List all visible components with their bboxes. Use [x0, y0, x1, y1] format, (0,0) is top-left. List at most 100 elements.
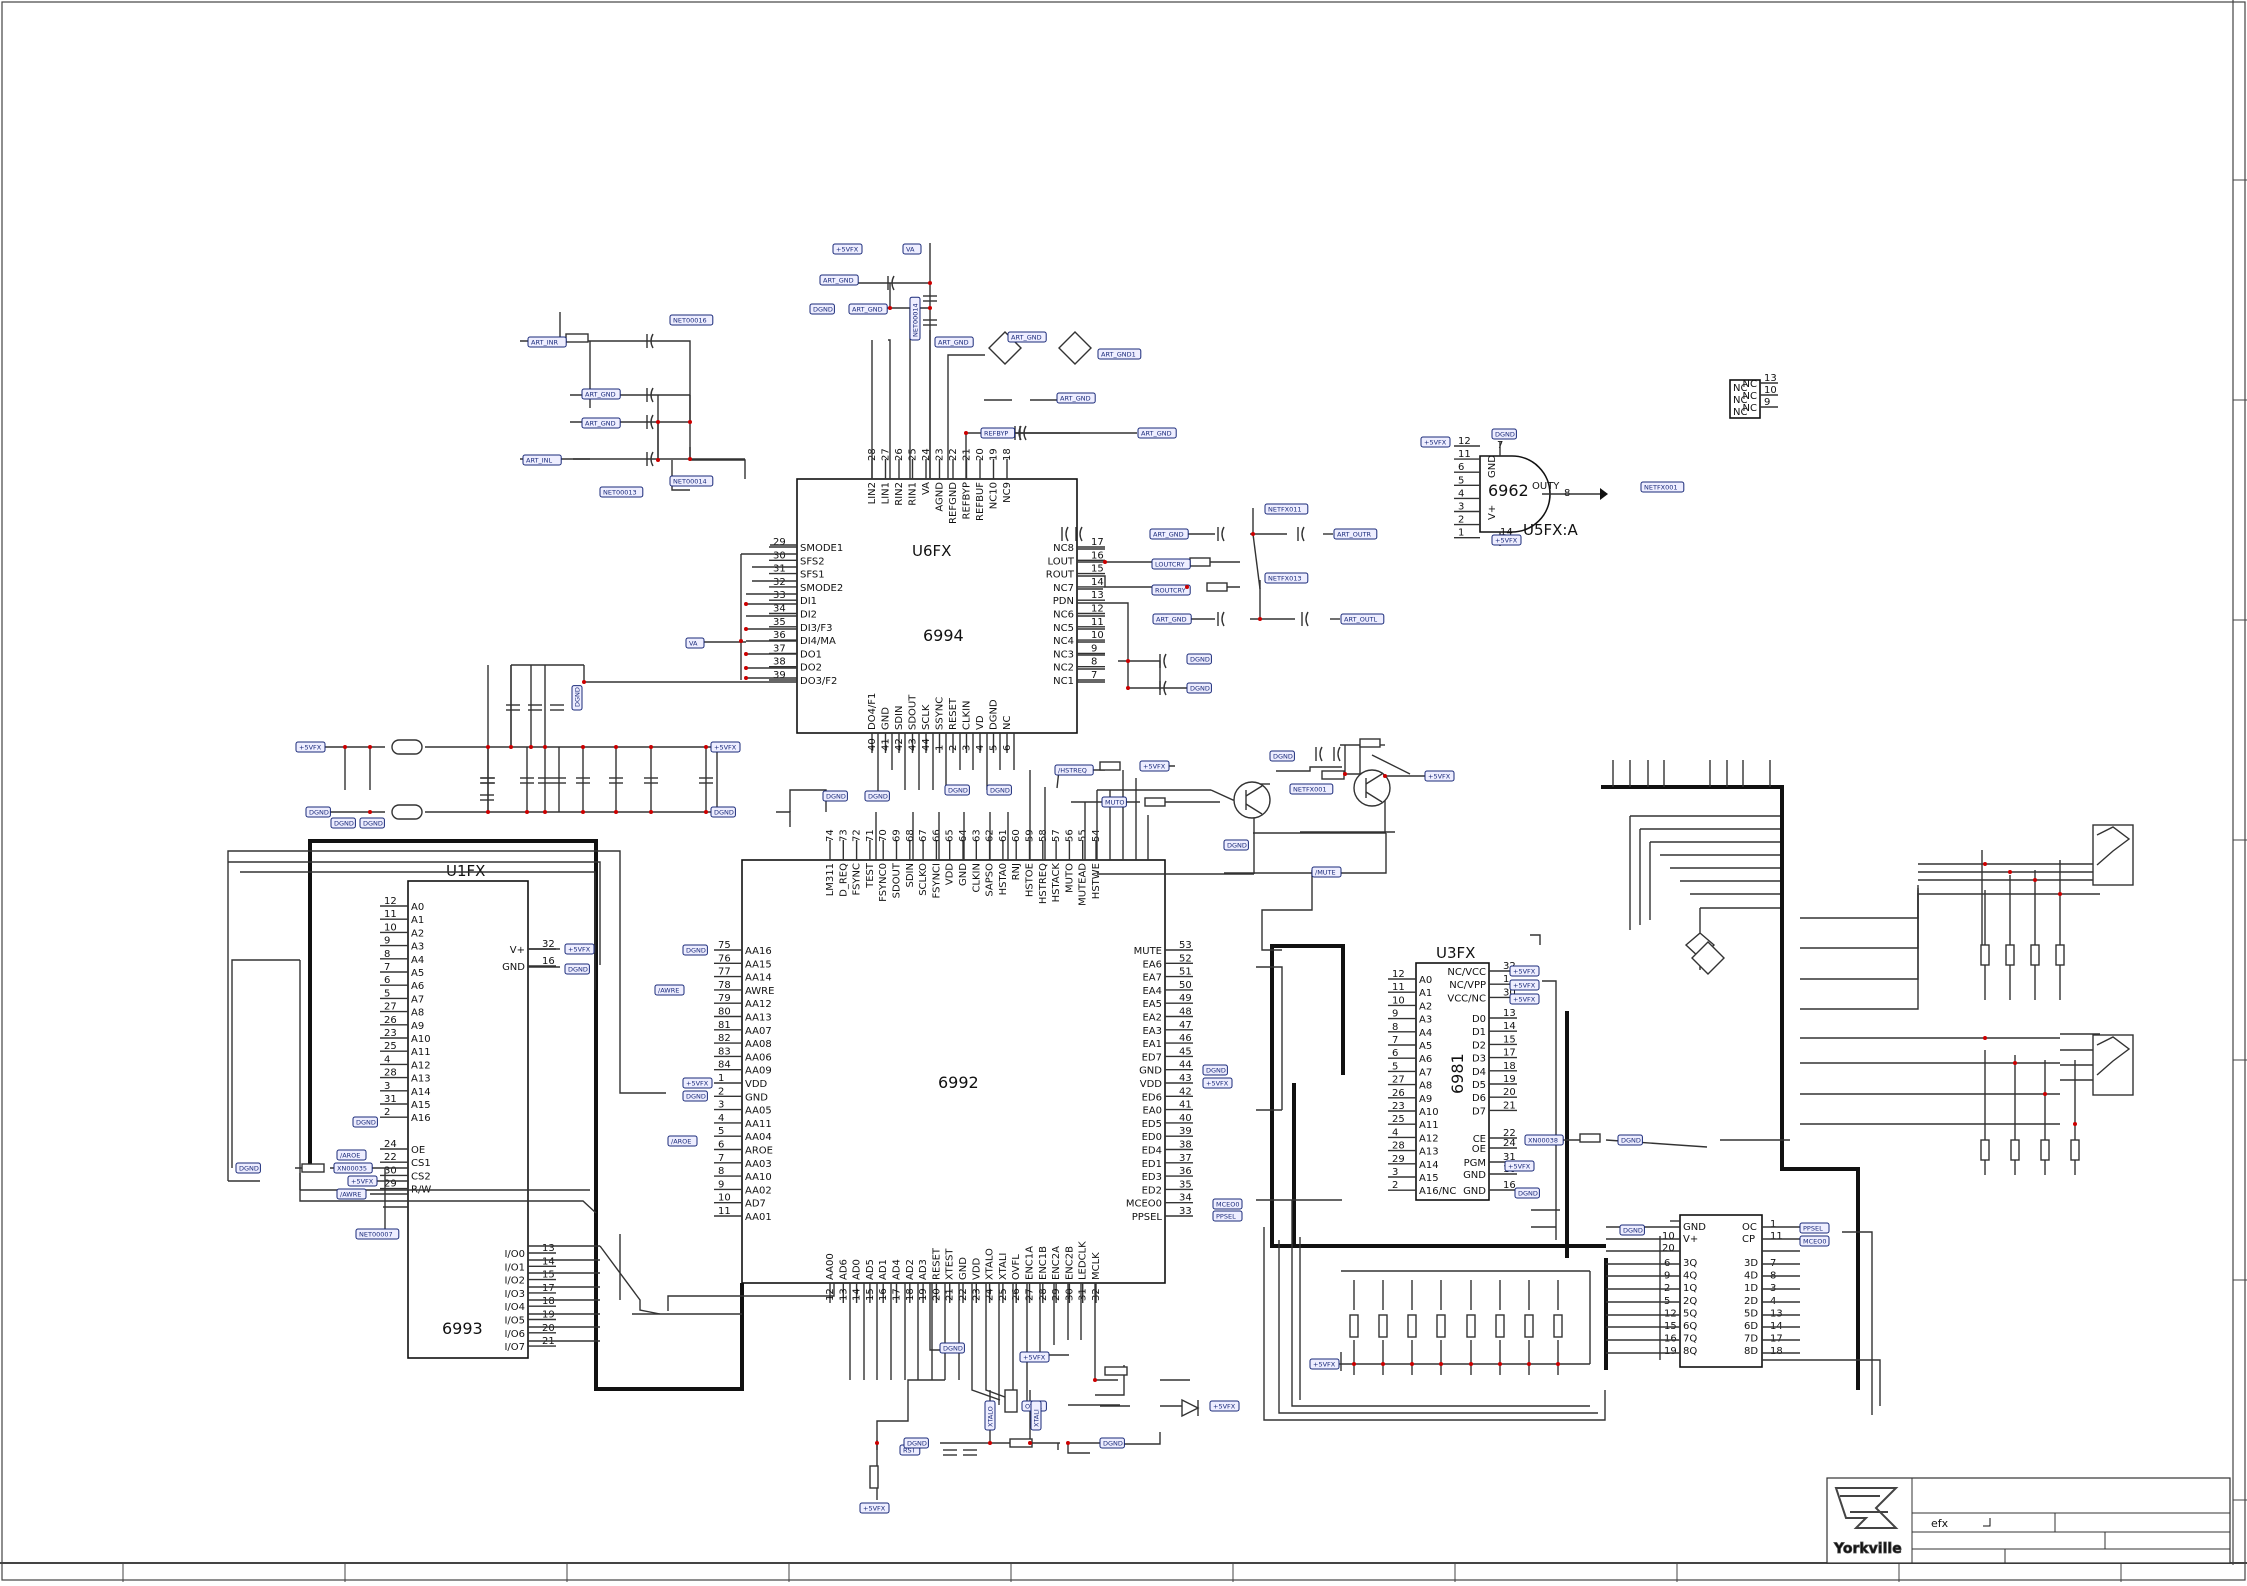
u3fx-pin-14-name: D1: [1472, 1027, 1486, 1038]
svg-text:DGND: DGND: [1518, 1190, 1538, 1198]
u6992-pin-41-number: 41: [1179, 1100, 1192, 1111]
u3fx-pin-10-number: 10: [1392, 995, 1405, 1006]
u6fx-pin-22-name: REFGND: [948, 482, 959, 524]
nc-pin-13-number: 13: [1764, 373, 1777, 384]
junction-dot: [704, 810, 708, 814]
u6fx-pin-37-name: DO1: [800, 649, 822, 660]
u6fx-pin-25-name: RIN1: [908, 482, 919, 506]
u3fx-pin-26-name: A9: [1419, 1094, 1432, 1105]
u6992-pin-81-name: AA07: [745, 1026, 772, 1037]
title-block: Yorkville efx: [1826, 1477, 2231, 1564]
u6992-pin-9-number: 9: [718, 1179, 724, 1190]
u6992-pin-50-number: 50: [1179, 980, 1192, 991]
u6fx-pin-15-number: 15: [1091, 564, 1104, 575]
net-art_outl-a: ART_OUTL: [1340, 613, 1385, 625]
u6992-pin-12-name: AA00: [825, 1253, 836, 1280]
u3fx-pin-9-name: A3: [1419, 1015, 1432, 1026]
junction-dot: [656, 420, 660, 424]
u6992-pin-75-number: 75: [718, 940, 731, 951]
u1fx-pin-9-name: A3: [411, 942, 424, 953]
u6fx-pin-34-number: 34: [773, 604, 786, 615]
svg-text:NETFX001: NETFX001: [1293, 786, 1327, 794]
u6992-pin-83-number: 83: [718, 1046, 731, 1057]
latch-d-6D: 6D: [1744, 1321, 1758, 1332]
svg-text:+5VFX: +5VFX: [1143, 763, 1166, 771]
u6992-number: 6992: [938, 1073, 979, 1092]
u1fx-pin-23-name: A10: [411, 1034, 431, 1045]
u3fx-pin-11-name: A1: [1419, 988, 1432, 999]
u5fx-vplus-label: V+: [1487, 505, 1498, 520]
latch-d-3D: 3D: [1744, 1258, 1758, 1269]
net-dgnd-f: DGND: [305, 806, 331, 818]
svg-text:+5VFX: +5VFX: [1513, 982, 1536, 990]
u1fx-pin-17-number: 17: [542, 1283, 555, 1294]
junction-dot: [1352, 1362, 1356, 1366]
u6992-pin-31-number: 31: [1078, 1288, 1089, 1301]
net-netfx001-z: NETFX001: [1640, 481, 1685, 493]
u3fx-pin-31-name: PGM: [1464, 1158, 1486, 1169]
u3fx-pin-21-number: 21: [1503, 1100, 1516, 1111]
u6992-pin-28-name: ENC1B: [1038, 1246, 1049, 1280]
u6992-pin-65-name: VDD: [945, 863, 956, 886]
svg-text:DGND: DGND: [686, 947, 706, 955]
junction-dot: [1126, 659, 1130, 663]
u6fx-pin-24-number: 24: [921, 448, 932, 461]
net-art_gnd-b: ART_GND: [848, 303, 888, 315]
net-dgnd-m: DGND: [986, 784, 1012, 796]
u6992-pin-83-name: AA06: [745, 1052, 772, 1063]
u6992-pin-8-number: 8: [718, 1166, 724, 1177]
u6992-pin-63-name: CLKIN: [971, 863, 982, 893]
u3fx-pin-18-number: 18: [1503, 1061, 1516, 1072]
junction-dot: [581, 810, 585, 814]
u6fx-pin-17-number: 17: [1091, 537, 1104, 548]
junction-dot: [529, 745, 533, 749]
net-v5fx-e: +5VFX: [710, 741, 741, 753]
u6992-pin-23-name: VDD: [971, 1257, 982, 1280]
u1fx-pin-16-number: 16: [542, 956, 555, 967]
net-dgnd-j: DGND: [822, 790, 848, 802]
u6992-pin-35-number: 35: [1179, 1179, 1192, 1190]
u6992-pin-67-name: SCLKO: [918, 863, 929, 896]
u3fx-pin-6-name: A6: [1419, 1054, 1432, 1065]
u1fx-pin-13-number: 13: [542, 1243, 555, 1254]
u6992-pin-57-number: 57: [1051, 829, 1062, 842]
svg-text:DGND: DGND: [1103, 1440, 1123, 1448]
u6992-pin-21-number: 21: [945, 1288, 956, 1301]
u1fx-pin-31-number: 31: [384, 1094, 397, 1105]
net-art_gnd-j: ART_GND: [1152, 613, 1192, 625]
junction-dot: [2008, 870, 2012, 874]
u6992-pin-49-number: 49: [1179, 993, 1192, 1004]
net-art_gnd-e: ART_GND: [934, 336, 974, 348]
u6fx-pin-36-name: DI4/MA: [800, 636, 836, 647]
net-dgnd-z: DGND: [1514, 1187, 1540, 1199]
u6992-pin-72-name: FSYNC: [852, 863, 863, 896]
u3fx-pin-9-number: 9: [1392, 1009, 1398, 1020]
u6fx-pin-20-number: 20: [975, 448, 986, 461]
junction-dot: [1381, 1362, 1385, 1366]
u6fx-pin-13-name: PDN: [1053, 596, 1074, 607]
u6992-pin-71-name: TEST: [865, 862, 876, 889]
junction-dot: [486, 745, 490, 749]
svg-text:ART_GND1: ART_GND1: [1101, 351, 1136, 359]
svg-text:ART_GND: ART_GND: [1141, 430, 1172, 438]
svg-text:REFBYP: REFBYP: [984, 430, 1008, 438]
u1fx-pin-2-name: A16: [411, 1113, 431, 1124]
net-art_inr-a: ART_INR: [527, 336, 567, 348]
u6992-pin-26-name: OVFL: [1011, 1254, 1022, 1280]
u6fx-pin-44-number: 44: [921, 738, 932, 751]
u3fx-pin-27-number: 27: [1392, 1075, 1405, 1086]
svg-text:ART_GND: ART_GND: [852, 306, 883, 314]
u6992-pin-73-number: 73: [838, 829, 849, 842]
u6fx-pin-32-number: 32: [773, 577, 786, 588]
u6992-pin-29-name: ENC2A: [1051, 1246, 1062, 1280]
svg-text:+5VFX: +5VFX: [1206, 1080, 1229, 1088]
u6992-pin-36-number: 36: [1179, 1166, 1192, 1177]
latch-q-7Q: 7Q: [1683, 1334, 1697, 1345]
u6fx-pin-40-number: 40: [867, 738, 878, 751]
svg-text:XTALO: XTALO: [987, 1406, 995, 1427]
net-dgnd-s: DGND: [682, 944, 708, 956]
junction-dot: [543, 745, 547, 749]
u6fx-pin-13-number: 13: [1091, 590, 1104, 601]
latch-q-2Q: 2Q: [1683, 1296, 1697, 1307]
